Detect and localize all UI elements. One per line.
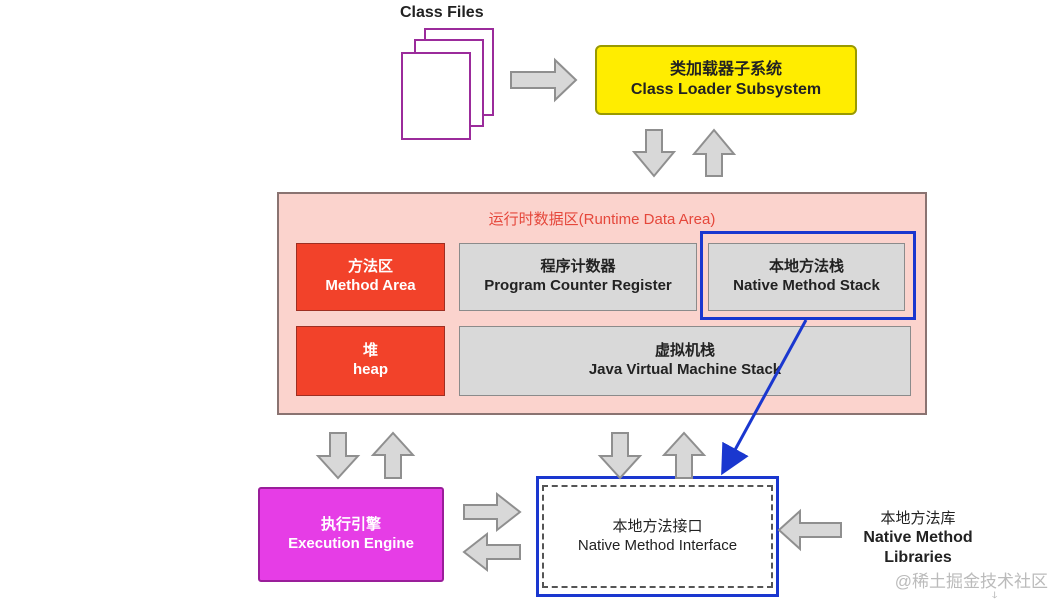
native-method-stack-box: 本地方法栈 Native Method Stack [708, 243, 905, 311]
class-file-page-front [401, 52, 471, 140]
arrow-runtime-to-execution-down [315, 432, 361, 480]
arrow-class-files-to-loader [510, 57, 578, 103]
native-method-stack-highlight-frame [700, 231, 916, 320]
arrow-interface-to-runtime-up [661, 431, 707, 479]
arrow-runtime-to-loader-up [691, 128, 737, 177]
arrow-execution-to-runtime-up [370, 431, 416, 479]
jvm-stack-box: 虚拟机栈 Java Virtual Machine Stack [459, 326, 911, 396]
execution-engine-cn: 执行引擎 [320, 515, 381, 533]
native-method-libraries-en-line1: Native Method [863, 529, 973, 547]
native-method-stack-cn: 本地方法栈 [768, 258, 844, 276]
method-area-cn: 方法区 [347, 258, 393, 276]
class-loader-subsystem-cn: 类加载器子系统 [669, 61, 782, 78]
runtime-data-area-title: 运行时数据区(Runtime Data Area) [488, 211, 716, 228]
class-loader-subsystem-en: Class Loader Subsystem [630, 81, 822, 98]
native-method-libraries-en-line2: Libraries [884, 549, 952, 567]
watermark-glyph: ↆ [992, 590, 998, 601]
watermark: @稀土掘金技术社区 [894, 572, 1048, 591]
native-method-interface-cn: 本地方法接口 [612, 517, 703, 535]
arrow-interface-to-execution-left [462, 531, 521, 573]
runtime-data-area: 运行时数据区(Runtime Data Area) 方法区 Method Are… [277, 192, 927, 415]
class-loader-subsystem: 类加载器子系统 Class Loader Subsystem [595, 45, 857, 115]
native-method-libraries: 本地方法库 Native Method Libraries [840, 504, 996, 574]
arrow-loader-to-runtime-down [631, 129, 677, 178]
native-method-interface-box: 本地方法接口 Native Method Interface [542, 485, 773, 588]
jvm-stack-cn: 虚拟机栈 [654, 342, 715, 360]
method-area-box: 方法区 Method Area [296, 243, 445, 311]
native-method-libraries-cn: 本地方法库 [880, 509, 956, 527]
arrow-execution-to-interface-right [463, 491, 522, 533]
blue-connector-native-stack-to-interface [721, 319, 808, 476]
jvm-stack-en: Java Virtual Machine Stack [588, 361, 782, 378]
native-method-interface-outer-frame [536, 476, 779, 597]
arrow-runtime-to-interface-down [597, 432, 643, 480]
execution-engine-en: Execution Engine [288, 534, 414, 552]
class-files-title: Class Files [400, 4, 484, 21]
native-method-interface-en: Native Method Interface [577, 536, 738, 554]
arrow-libraries-to-interface-left [777, 508, 842, 552]
heap-en: heap [352, 361, 388, 378]
program-counter-box: 程序计数器 Program Counter Register [459, 243, 697, 311]
method-area-en: Method Area [325, 277, 416, 294]
native-method-stack-en: Native Method Stack [733, 277, 880, 294]
heap-cn: 堆 [362, 342, 378, 360]
program-counter-cn: 程序计数器 [540, 258, 616, 276]
execution-engine-box: 执行引擎 Execution Engine [258, 487, 444, 582]
program-counter-en: Program Counter Register [484, 277, 672, 294]
heap-box: 堆 heap [296, 326, 445, 396]
